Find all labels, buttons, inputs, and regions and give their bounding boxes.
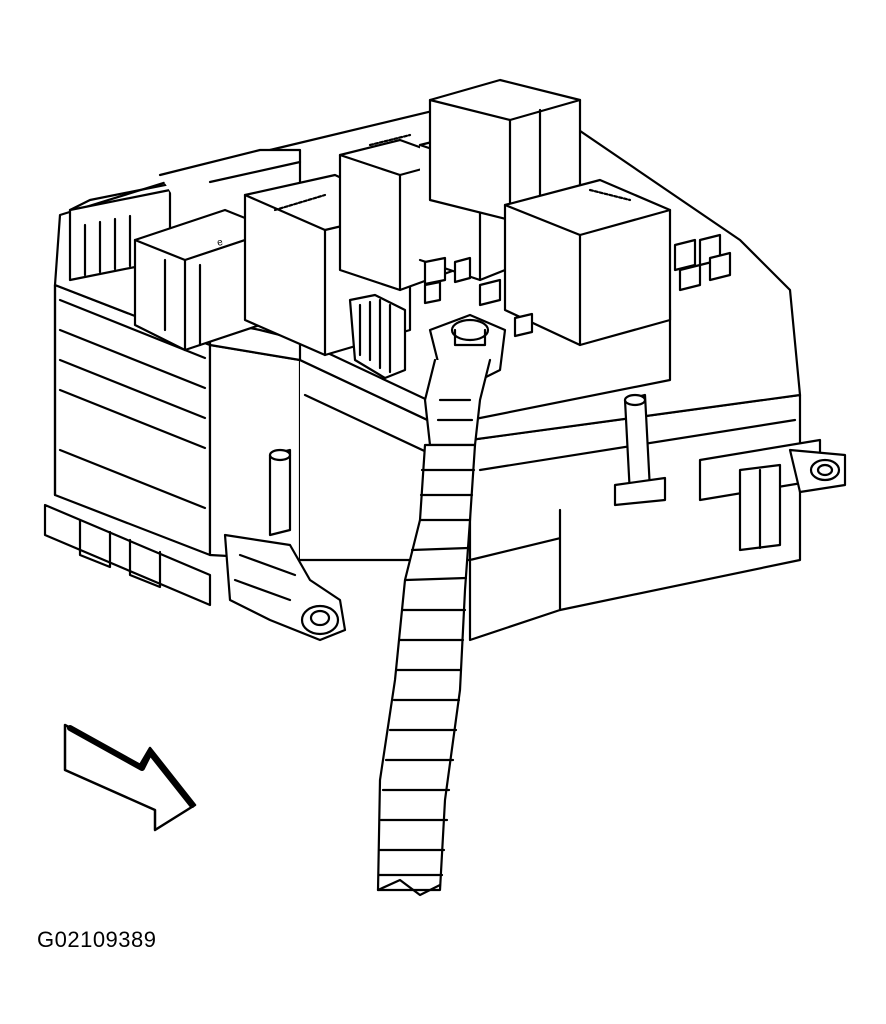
- fuse-block-left-face: [43, 283, 212, 607]
- relay-right: [503, 178, 672, 347]
- arrow-icon: [63, 723, 197, 832]
- wiring-harness: [376, 443, 477, 897]
- svg-text:e: e: [216, 237, 225, 249]
- stud-right: [613, 393, 667, 507]
- relay-back-right: [428, 78, 582, 222]
- cable-lug: [223, 533, 347, 642]
- mounting-ear: [788, 448, 847, 494]
- retaining-clip: [348, 293, 407, 380]
- battery-cable-terminal: [423, 313, 507, 447]
- mini-fuses: [423, 233, 732, 338]
- stud-left: [268, 448, 292, 537]
- figure-id: G02109389: [37, 927, 157, 952]
